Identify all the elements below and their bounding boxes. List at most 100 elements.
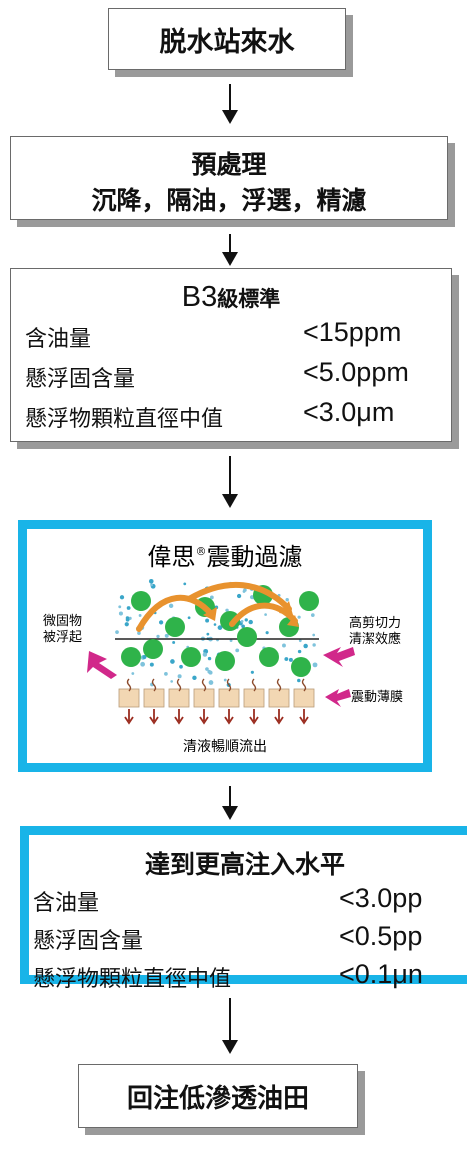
vibration-filter-diagram: 偉思®震動過濾 微固物 被浮起 高剪切力 清潔效應 震動薄膜 — [43, 543, 403, 755]
outflow-arrow — [199, 709, 209, 725]
improved-row-value: <0.5pp — [339, 921, 423, 951]
b3-row-label: 含油量 — [25, 327, 92, 352]
fine-particle — [150, 583, 153, 587]
clear-liquid-label: 清液暢順流出 — [183, 738, 267, 755]
right-label-line2: 清潔效應 — [349, 631, 401, 647]
outflow-arrow — [124, 709, 134, 725]
fine-particle — [248, 619, 253, 625]
vibration-spring — [226, 678, 232, 692]
fine-particle — [118, 605, 122, 609]
b3-row-value: <5.0ppm — [303, 357, 409, 387]
fine-particle — [312, 662, 318, 668]
green-particle — [181, 647, 201, 667]
flow-arrow — [222, 998, 238, 1054]
b3-row-label: 懸浮物顆粒直徑中值 — [25, 407, 224, 432]
improved-level-panel: 達到更高注入水平 含油量 <3.0pp 懸浮固含量 <0.5pp 懸浮物顆粒直徑… — [20, 826, 467, 992]
reinjection-box: 回注低滲透油田 — [78, 1064, 358, 1128]
fine-particle — [297, 649, 302, 654]
b3-row-value: <15ppm — [303, 317, 402, 347]
outflow-arrow — [274, 709, 284, 725]
outflow-arrow — [249, 709, 259, 725]
flow-arrow — [222, 234, 238, 266]
fine-particle — [209, 595, 214, 600]
improved-row-label: 懸浮固含量 — [33, 929, 144, 954]
membrane-block — [168, 688, 190, 708]
outflow-arrow — [149, 709, 159, 725]
pretreatment-title: 預處理 — [191, 150, 267, 179]
outflow-arrow — [224, 709, 234, 725]
fine-particle — [206, 632, 210, 636]
green-particle — [215, 651, 235, 671]
vibration-spring — [201, 678, 207, 692]
fine-particle — [265, 631, 269, 635]
fine-particle — [183, 582, 187, 586]
fine-particle — [126, 606, 131, 610]
fine-particle — [225, 608, 229, 613]
vibration-filter-panel: 偉思®震動過濾 微固物 被浮起 高剪切力 清潔效應 震動薄膜 — [18, 520, 432, 772]
fine-particle — [288, 657, 293, 662]
fine-particle — [138, 614, 142, 617]
fine-particle — [172, 641, 176, 644]
fine-particle — [168, 603, 174, 609]
membrane-pointer-arrow — [325, 689, 351, 707]
flow-arrow — [222, 786, 238, 820]
fine-particle — [217, 625, 223, 630]
green-particle — [220, 611, 240, 631]
fine-particle — [240, 619, 244, 623]
fine-particle — [235, 648, 240, 653]
fine-particle — [148, 579, 154, 584]
membrane-block — [293, 688, 315, 708]
fine-particle — [285, 598, 289, 602]
fine-particle — [298, 639, 302, 643]
fine-particle — [223, 678, 227, 682]
improved-row-label: 含油量 — [33, 891, 100, 916]
fine-particle — [131, 672, 135, 675]
vibration-spring — [126, 678, 132, 692]
vibration-spring — [151, 678, 157, 692]
improved-row-value: <0.1μn — [339, 959, 423, 989]
fine-particle — [142, 655, 147, 660]
left-pointer-arrow — [87, 651, 117, 679]
membrane-label: 震動薄膜 — [351, 690, 403, 705]
green-particle — [165, 617, 185, 637]
green-particle — [143, 639, 163, 659]
improved-row-value: <3.0pp — [339, 883, 423, 913]
fine-particle — [115, 630, 119, 635]
fine-particle — [205, 667, 209, 671]
green-particle — [299, 591, 319, 611]
vibration-spring — [276, 678, 282, 692]
left-label-line1: 微固物 — [43, 614, 82, 629]
fine-particle — [250, 670, 254, 674]
b3-row-label: 懸浮固含量 — [25, 367, 136, 392]
green-particle — [121, 647, 141, 667]
fine-particle — [170, 659, 175, 664]
fine-particle — [118, 611, 123, 616]
green-particle — [259, 647, 279, 667]
pretreatment-box: 預處理 沉降，隔油，浮選，精濾 — [10, 136, 448, 220]
green-particle — [237, 627, 257, 647]
fine-particle — [149, 662, 154, 667]
source-water-box: 脱水站來水 — [108, 8, 346, 70]
fine-particle — [312, 633, 316, 637]
membrane-block — [118, 688, 140, 708]
fine-particle — [282, 643, 286, 648]
fine-particle — [297, 615, 301, 619]
pretreatment-steps: 沉降，隔油，浮選，精濾 — [91, 186, 367, 215]
flow-arrows — [136, 581, 298, 632]
vibration-spring — [176, 678, 182, 692]
outflow-arrow — [174, 709, 184, 725]
vibration-spring — [251, 678, 257, 692]
fine-particle — [205, 618, 210, 623]
fine-particle — [164, 633, 169, 638]
membrane-blocks — [118, 678, 315, 725]
flow-arrowheads — [203, 601, 299, 627]
flow-arrow — [222, 456, 238, 508]
improved-level-title: 達到更高注入水平 — [145, 850, 346, 879]
green-particle — [291, 657, 311, 677]
fine-particle — [236, 593, 242, 599]
fine-particle — [241, 624, 245, 629]
fine-particle — [208, 680, 214, 685]
fine-particle — [207, 669, 212, 674]
fine-particle — [177, 674, 182, 679]
fine-particle — [124, 622, 129, 627]
